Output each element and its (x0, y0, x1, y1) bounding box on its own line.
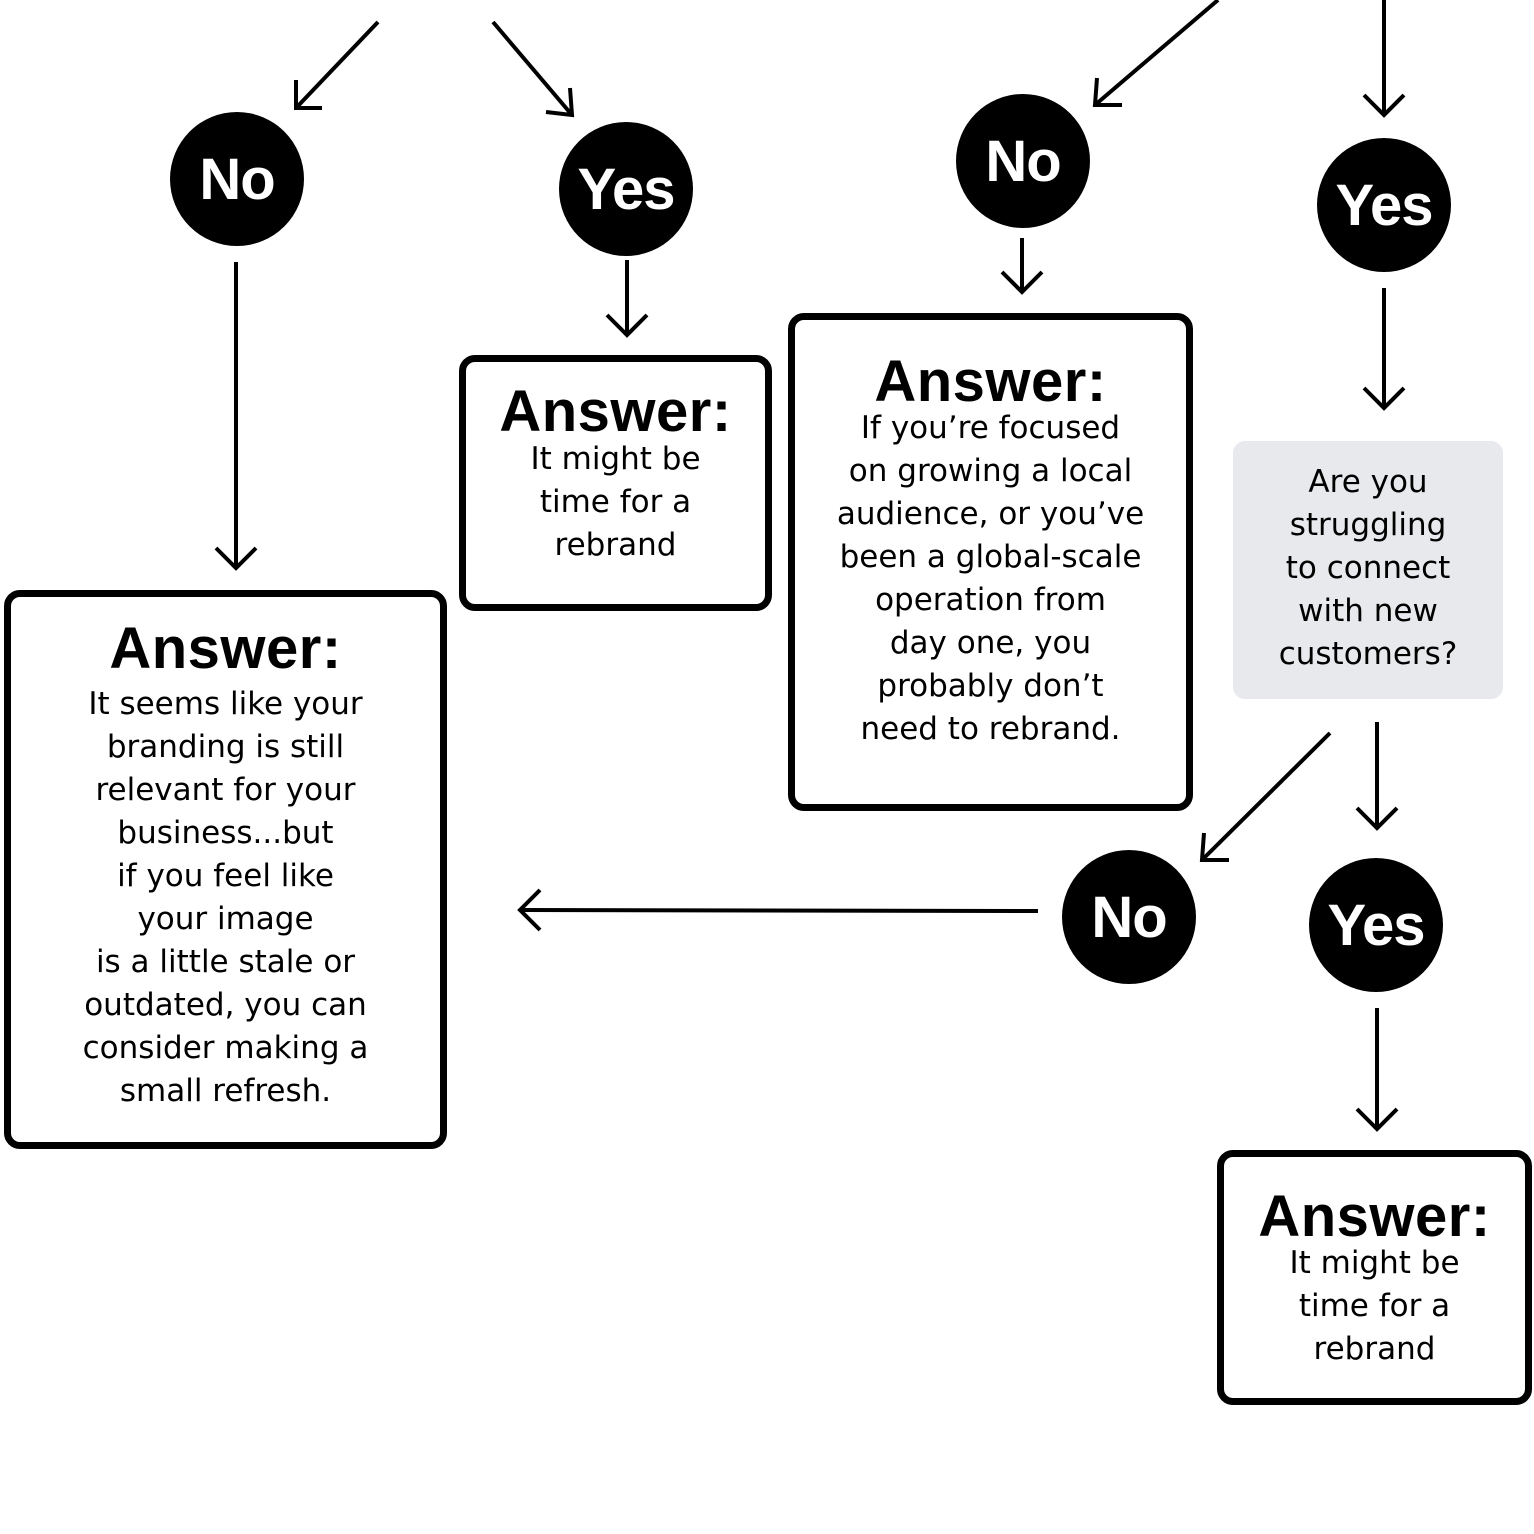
arrow-no-to-left-answer-horizontal (517, 888, 1039, 932)
arrow-question-to-no (1199, 731, 1332, 862)
arrow-top-right-to-yes (1362, 0, 1406, 118)
arrow-yes-to-bottom-answer (1355, 1008, 1399, 1132)
answer-text-bottom-right: It might be time for a rebrand (1289, 1245, 1460, 1367)
answer-text-left: It seems like your branding is still rel… (82, 686, 369, 1109)
arrow-no-to-left-answer (214, 262, 258, 571)
yes-node-left: Yes (559, 122, 693, 256)
arrow-top-left-to-no (294, 20, 380, 110)
yes-node-right: Yes (1317, 138, 1451, 272)
arrow-yes-to-middle-answer (605, 260, 649, 338)
answer-title: Answer: (1258, 1184, 1491, 1249)
answer-text-middle: It might be time for a rebrand (530, 441, 701, 563)
no-node-left: No (170, 112, 304, 246)
arrow-question-to-yes (1355, 722, 1399, 831)
arrow-no-to-center-answer (1000, 238, 1044, 295)
answer-title: Answer: (109, 616, 342, 681)
no-node-right: No (956, 94, 1090, 228)
arrow-yes-to-question (1362, 288, 1406, 411)
no-node-bottom: No (1062, 850, 1196, 984)
yes-node-bottom: Yes (1309, 858, 1443, 992)
answer-box-middle: Answer: It might be time for a rebrand (459, 355, 772, 611)
answer-box-bottom-right: Answer: It might be time for a rebrand (1217, 1150, 1532, 1405)
answer-title: Answer: (874, 349, 1107, 414)
answer-text-center: If you’re focused on growing a local aud… (836, 410, 1145, 747)
arrow-top-right-to-no (1092, 0, 1220, 107)
answer-box-center: Answer: If you’re focused on growing a l… (788, 313, 1193, 811)
arrow-top-left-to-yes (491, 20, 575, 118)
question-box: Are you struggling to connect with new c… (1233, 441, 1503, 699)
answer-title: Answer: (499, 379, 732, 444)
answer-box-left: Answer: It seems like your branding is s… (4, 590, 447, 1149)
